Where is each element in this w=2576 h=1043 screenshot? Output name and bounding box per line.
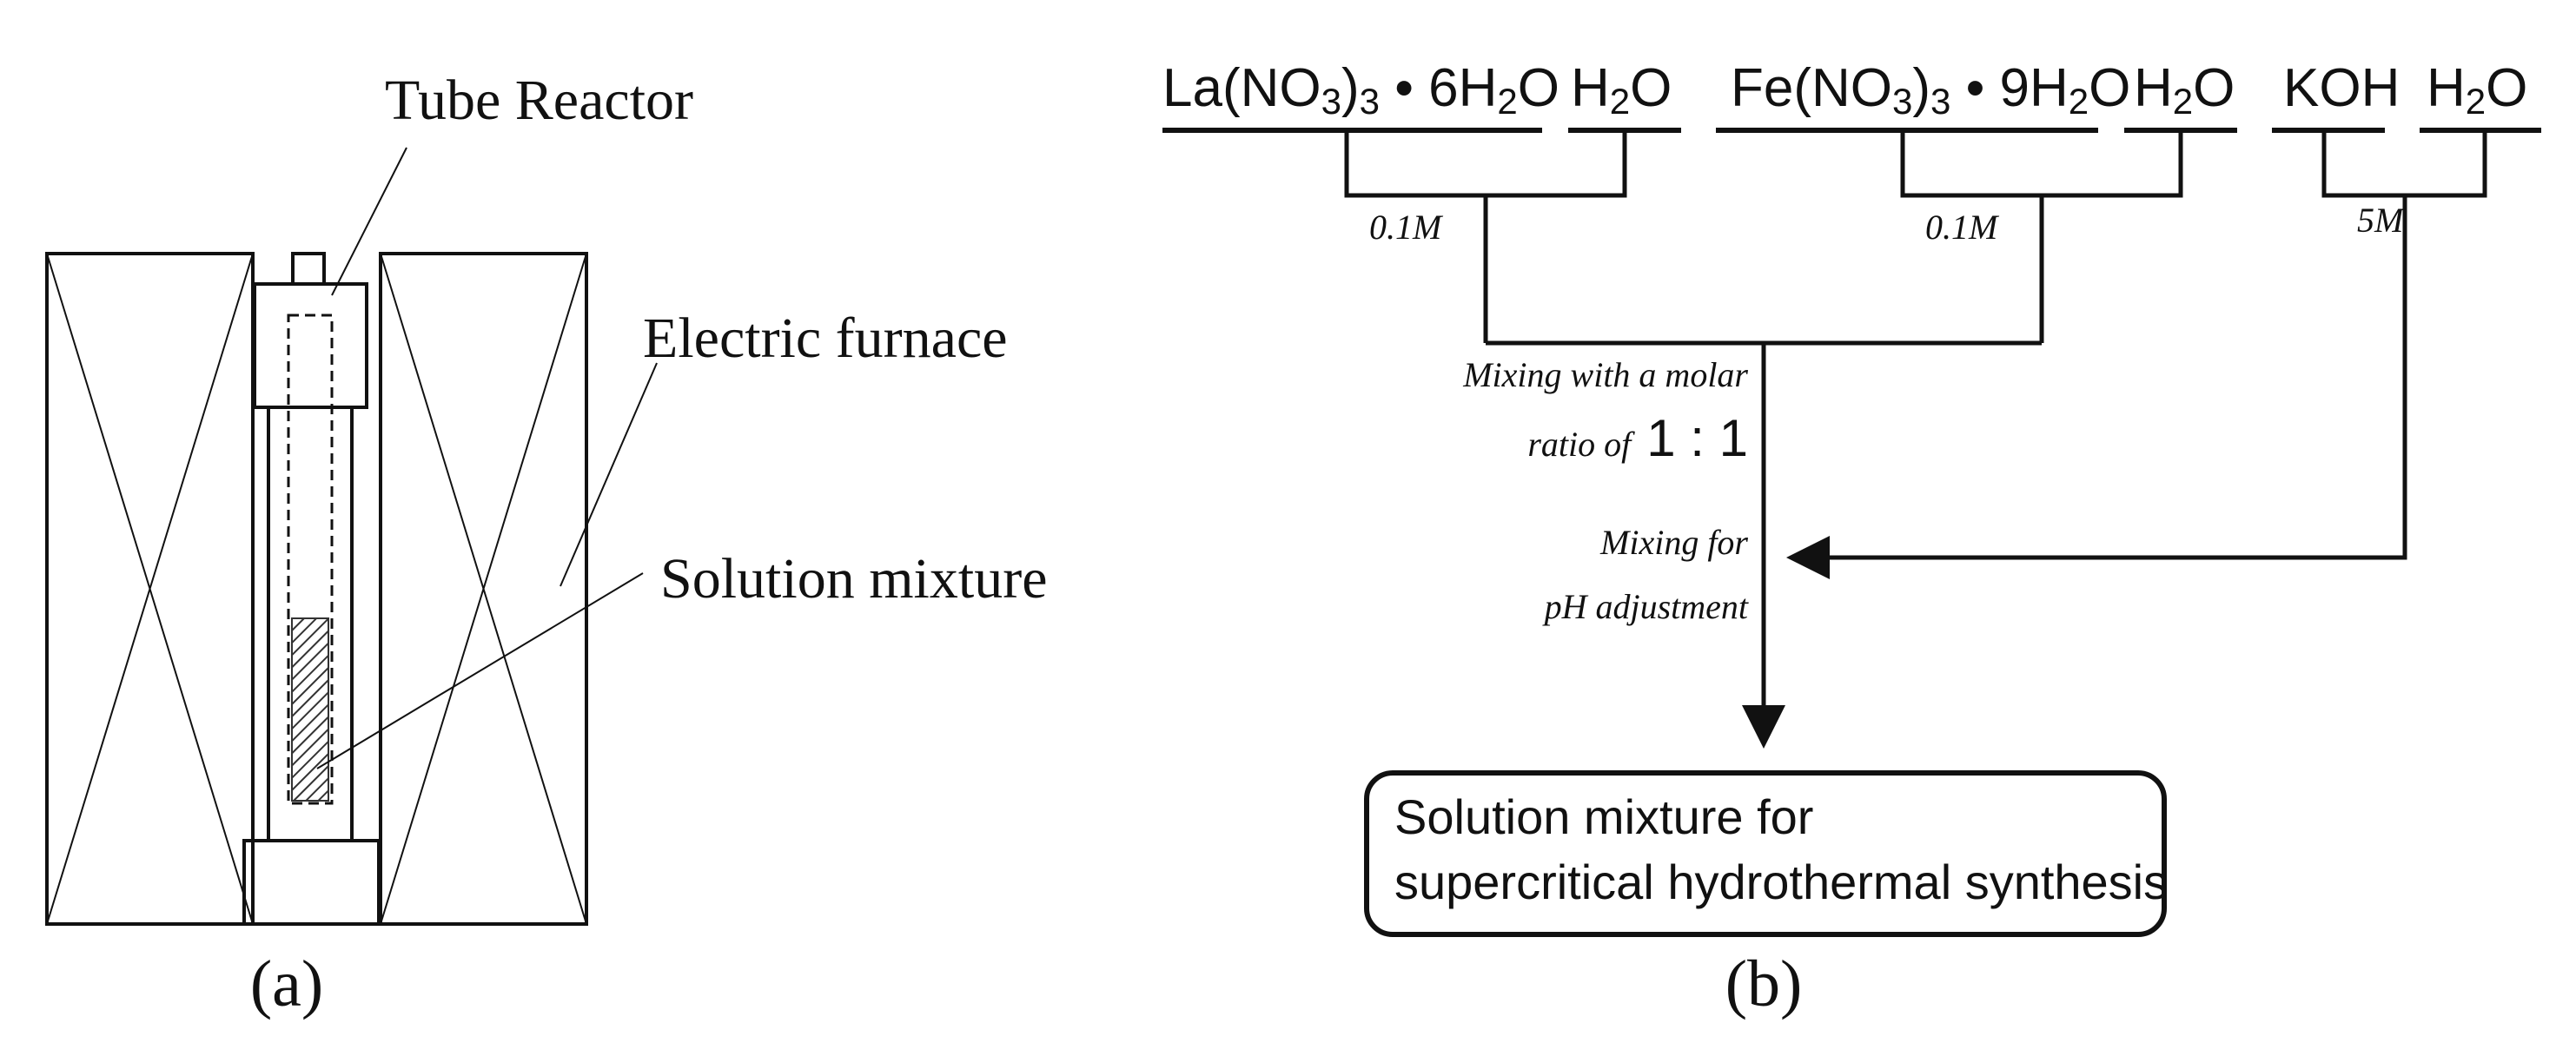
furnace-left-block [45, 252, 255, 926]
conc-la: 0.1M [1369, 208, 1444, 247]
mix-ph-line2: pH adjustment [1542, 587, 1749, 626]
flow-lines [1344, 130, 2487, 749]
furnace-right-block [379, 252, 588, 926]
leader-electric-furnace [560, 362, 658, 587]
reagent-la-nitrate: La(NO3)3 • 6H2O [1162, 58, 1560, 122]
reagent-water-2: H2O [2134, 58, 2235, 122]
label-solution-mixture: Solution mixture [660, 547, 1048, 611]
caption-b: (b) [1725, 947, 1803, 1020]
panel-a: Tube Reactor Electric furnace Solution m… [45, 69, 1048, 1020]
solution-hatch [291, 617, 329, 802]
panel-b: La(NO3)3 • 6H2O H2O Fe(NO3)3 • 9H2O H2O … [1162, 58, 2541, 1020]
conc-koh: 5M [2357, 201, 2406, 240]
caption-a: (a) [250, 947, 323, 1020]
mix-ph-line1: Mixing for [1599, 523, 1748, 562]
reagent-water-3: H2O [2427, 58, 2527, 122]
result-line1: Solution mixture for [1394, 789, 1813, 844]
result-line2: supercritical hydrothermal synthesis [1394, 855, 2168, 909]
reagent-koh: KOH [2283, 58, 2400, 118]
result-box [1364, 770, 2167, 937]
label-tube-reactor: Tube Reactor [385, 69, 693, 132]
mix-molar-line1: Mixing with a molar [1462, 355, 1748, 394]
tube-reactor [242, 252, 381, 926]
leader-solution-mixture [316, 572, 644, 769]
leader-tube-reactor [331, 147, 407, 296]
conc-fe: 0.1M [1925, 208, 2000, 247]
reagent-water-1: H2O [1571, 58, 1672, 122]
reagent-fe-nitrate: Fe(NO3)3 • 9H2O [1731, 58, 2130, 122]
label-electric-furnace: Electric furnace [643, 307, 1008, 370]
